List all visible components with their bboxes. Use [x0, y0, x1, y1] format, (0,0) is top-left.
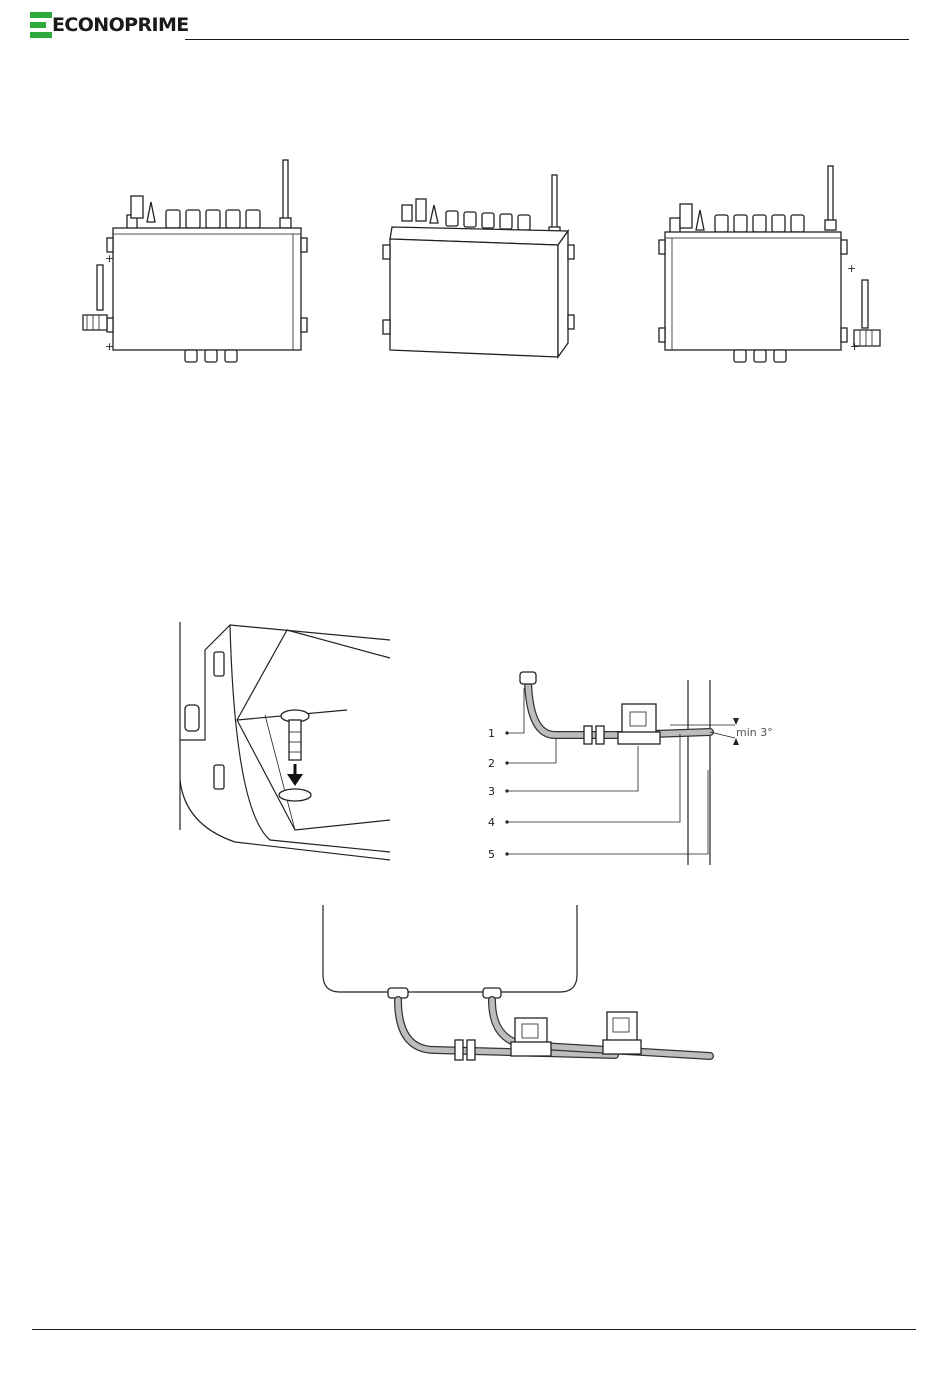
callout-2: 2: [488, 757, 495, 770]
callout-3: 3: [488, 785, 495, 798]
brand-logo: ECONOPRIME: [30, 10, 190, 42]
drain-insert-closeup: [175, 620, 395, 875]
header-divider: [185, 39, 909, 40]
brand-name: ECONOPRIME: [52, 14, 189, 36]
slope-label: min 3°: [736, 726, 773, 739]
cable-glands-top: [166, 210, 260, 228]
svg-text:+: +: [850, 340, 859, 353]
callout-1: 1: [488, 727, 495, 740]
callout-5: 5: [488, 848, 495, 861]
svg-text:+: +: [847, 262, 856, 275]
svg-text:+: +: [105, 340, 114, 353]
dual-drain-connection: [315, 900, 720, 1070]
svg-text:+: +: [105, 252, 114, 265]
footer-divider: [32, 1329, 916, 1330]
page-header: ECONOPRIME: [0, 0, 950, 50]
enclosure-view-middle: [380, 165, 590, 365]
enclosure-view-right: + +: [650, 160, 895, 375]
enclosure-view-left: + +: [75, 150, 315, 375]
drain-assembly-diagram: min 3° 1 2 3 4 5: [470, 660, 800, 875]
callout-4: 4: [488, 816, 495, 829]
brand-logo-icon: [30, 12, 52, 38]
